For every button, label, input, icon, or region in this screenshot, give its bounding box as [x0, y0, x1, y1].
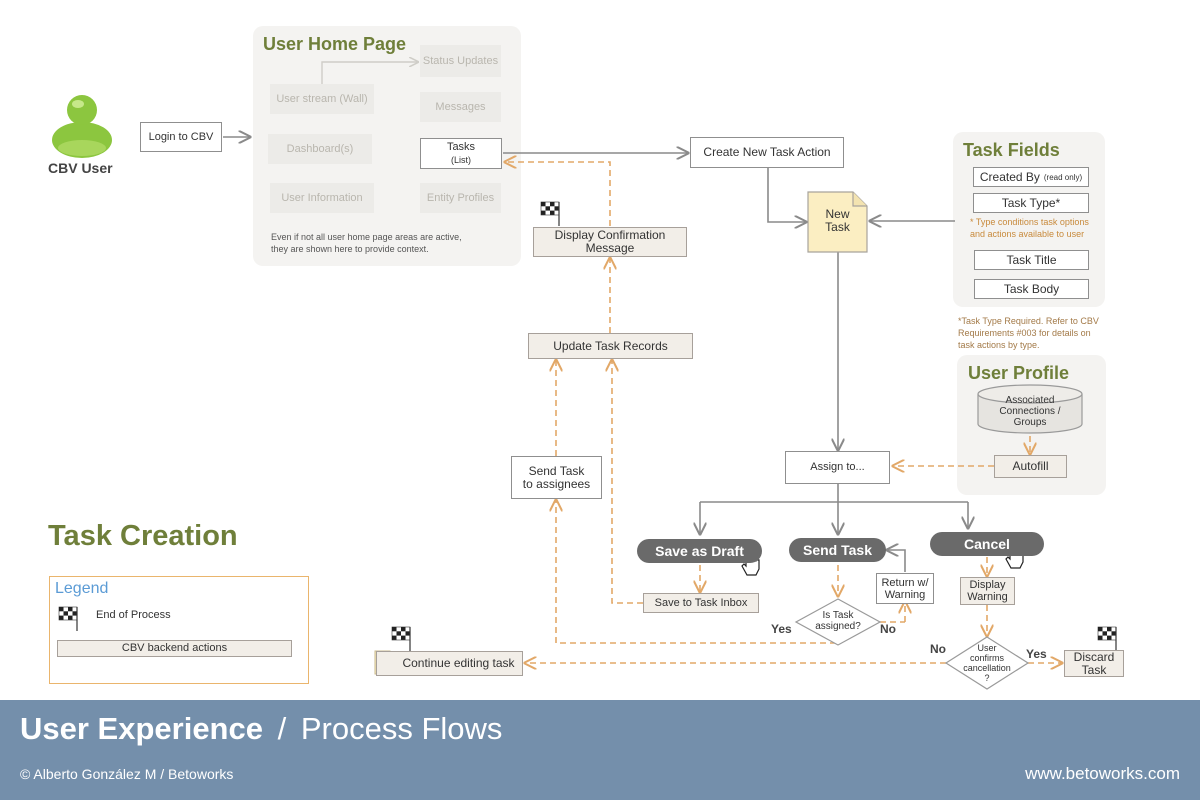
return-with-warning-box[interactable]: Return w/ Warning [876, 573, 934, 604]
task-type-required-note: *Task Type Required. Refer to CBV Requir… [958, 316, 1099, 350]
no-label-cancel: No [930, 642, 946, 656]
assign-to-box[interactable]: Assign to... [785, 451, 890, 484]
send-task-button[interactable]: Send Task [789, 538, 886, 562]
display-confirmation-box: Display Confirmation Message [533, 227, 687, 257]
home-note-line1: Even if not all user home page areas are… [271, 232, 462, 242]
footer-title-separator: / [277, 711, 287, 746]
login-box[interactable]: Login to CBV [140, 122, 222, 152]
user-confirms-label: User confirms cancellation ? [963, 643, 1011, 683]
created-by-field[interactable]: Created By (read only) [973, 167, 1089, 187]
create-new-task-box[interactable]: Create New Task Action [690, 137, 844, 168]
cbv-user-label: CBV User [48, 160, 113, 176]
display-warning-box: Display Warning [960, 577, 1015, 605]
footer-credit: © Alberto González M / Betoworks [20, 766, 234, 782]
save-as-draft-button[interactable]: Save as Draft [637, 539, 762, 563]
footer-title-bold: User Experience [20, 711, 263, 746]
save-to-task-inbox-box: Save to Task Inbox [643, 593, 759, 613]
cbv-user-avatar [52, 95, 112, 158]
entity-profiles-box: Entity Profiles [420, 183, 501, 213]
finish-flag-icon-2 [391, 626, 411, 651]
task-body-field[interactable]: Task Body [974, 279, 1089, 299]
legend-end-process: End of Process [96, 609, 171, 621]
is-task-assigned-label: Is Task assigned? [815, 610, 861, 632]
user-stream-box: User stream (Wall) [270, 84, 374, 114]
cancel-button[interactable]: Cancel [930, 532, 1044, 556]
legend-box [49, 576, 309, 684]
autofill-box: Autofill [994, 455, 1067, 478]
created-by-label: Created By [979, 169, 1040, 184]
read-only-label: (read only) [1043, 172, 1083, 182]
home-note-line2: they are shown here to provide context. [271, 244, 429, 254]
task-type-field[interactable]: Task Type* [973, 193, 1089, 213]
diagram-canvas: User Home Page Task Fields User Profile [48, 0, 1124, 690]
finish-flag-icon-3 [1097, 626, 1117, 651]
finish-flag-icon-1 [540, 201, 560, 226]
dashboards-box: Dashboard(s) [268, 134, 372, 164]
tasks-label: Tasks [446, 140, 476, 153]
footer-url[interactable]: www.betoworks.com [1025, 764, 1180, 783]
yes-label-assigned: Yes [771, 622, 792, 636]
legend-flag-icon [58, 606, 78, 631]
footer-bar: User Experience / Process Flows © Albert… [0, 700, 1200, 800]
user-information-box: User Information [270, 183, 374, 213]
new-task-label: New Task [825, 207, 850, 234]
flow-connectors [52, 0, 1117, 690]
status-updates-box: Status Updates [420, 45, 501, 77]
task-fields-panel [953, 132, 1105, 307]
send-task-to-assignees-box[interactable]: Send Task to assignees [511, 456, 602, 499]
task-type-note: * Type conditions task options and actio… [970, 217, 1089, 239]
yes-label-cancel: Yes [1026, 647, 1047, 661]
update-task-records-box: Update Task Records [528, 333, 693, 359]
messages-box: Messages [420, 92, 501, 122]
discard-task-box: Discard Task [1064, 650, 1124, 677]
associated-connections-cylinder [977, 384, 1083, 434]
user-profile-title: User Profile [968, 363, 1070, 383]
associated-connections-label: Associated Connections / Groups [999, 395, 1061, 428]
page-heading: Task Creation [48, 520, 238, 552]
continue-editing-box: Continue editing task [376, 651, 523, 676]
task-fields-title: Task Fields [963, 140, 1060, 160]
no-label-assigned: No [880, 622, 896, 636]
user-home-title: User Home Page [263, 34, 407, 54]
footer-title: User Experience / Process Flows [20, 711, 502, 747]
is-task-assigned-diamond [794, 598, 882, 646]
tasks-list-box[interactable]: Tasks (List) [420, 138, 502, 169]
legend-title: Legend [55, 580, 109, 597]
new-task-document [807, 191, 868, 253]
task-title-field[interactable]: Task Title [974, 250, 1089, 270]
legend-backend-sample: CBV backend actions [57, 640, 292, 657]
tasks-sub-label: (List) [451, 154, 471, 165]
footer-title-light: Process Flows [300, 711, 503, 746]
user-confirms-diamond [944, 636, 1030, 690]
